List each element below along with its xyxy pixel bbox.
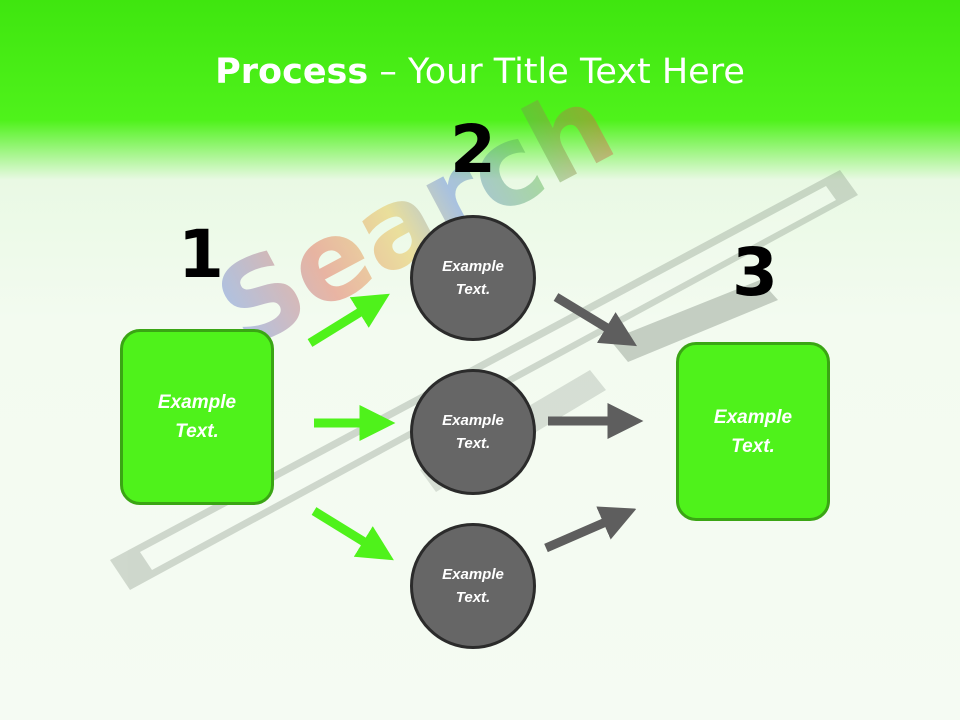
arrow-green-down: [311, 507, 394, 561]
step-2-circle-middle[interactable]: Example Text.: [410, 369, 536, 495]
step-3-label: Example Text.: [713, 406, 793, 457]
step-2-circle-top[interactable]: Example Text.: [410, 215, 536, 341]
slide-title: Process – Your Title Text Here: [0, 52, 960, 92]
arrow-green-up: [307, 293, 390, 347]
step-1-label: Example Text.: [157, 392, 237, 442]
step-1-box[interactable]: Example Text.: [120, 329, 274, 505]
step-2-circle-bottom[interactable]: Example Text.: [410, 523, 536, 649]
step-1-number: 1: [178, 216, 224, 293]
step-3-number: 3: [732, 234, 778, 311]
arrow-gray-up: [544, 506, 637, 553]
title-bold: Process: [215, 52, 369, 92]
arrow-gray-down: [553, 293, 638, 347]
title-rest: – Your Title Text Here: [368, 52, 745, 92]
circle-bottom-label: Example Text.: [442, 566, 504, 606]
circle-top-label: Example Text.: [442, 258, 504, 298]
circle-middle-label: Example Text.: [442, 412, 504, 452]
step-3-box[interactable]: Example Text.: [676, 342, 830, 521]
step-2-number: 2: [450, 111, 496, 188]
